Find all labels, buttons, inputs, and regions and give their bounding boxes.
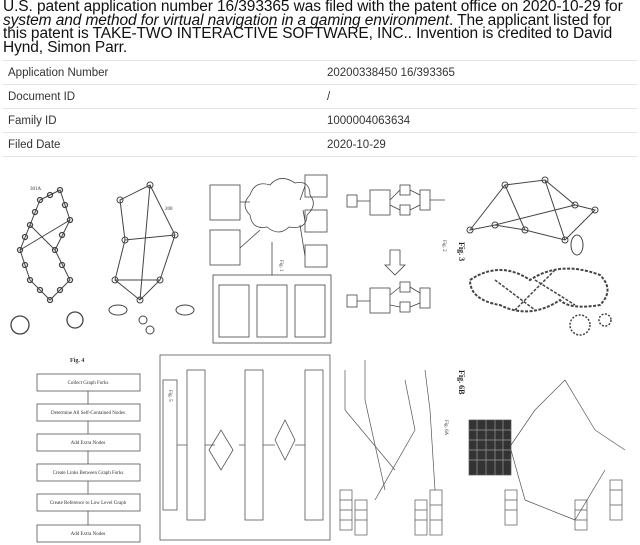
row-label: Document ID: [3, 84, 322, 109]
patent-drawing-graph-chain: 301A 200: [10, 181, 195, 335]
row-value: /: [322, 84, 637, 109]
patent-drawing-fig6b: Fig. 6B: [457, 370, 626, 531]
fig5-label: Fig. 5: [167, 390, 172, 402]
summary-suffix: . The applicant listed for this patent i…: [3, 11, 613, 56]
svg-text:301A: 301A: [30, 187, 42, 192]
table-row: Document ID/: [3, 84, 637, 109]
fig4-step: Add Extra Nodes: [71, 441, 106, 446]
patent-title: system and method for virtual navigation…: [3, 11, 449, 29]
patent-drawing-flow-diagram: Fig. 2: [346, 184, 446, 314]
row-label: Family ID: [3, 108, 322, 133]
summary-prefix: U.S. patent application number 16/393365…: [3, 0, 623, 15]
patent-drawing-system-diagram: Fig. 1: [209, 174, 332, 344]
row-label: Application Number: [3, 60, 322, 85]
fig1-label: Fig. 1: [278, 260, 283, 272]
fig4-step: Collect Graph Forks: [68, 381, 109, 386]
patent-drawing-fig4-flowchart: Fig. 4 Collect Graph Forks Determine All…: [36, 358, 141, 543]
patent-drawing-fig5-flowchart: Fig. 5: [159, 354, 331, 541]
patent-drawing-fig6a: Fig. 6A: [339, 360, 448, 536]
fig4-step: Create Links Between Graph Forks: [53, 471, 124, 476]
fig4-step: Create Reference to Low Level Graph: [50, 501, 127, 506]
fig2-label: Fig. 2: [441, 240, 446, 252]
fig6b-label: Fig. 6B: [457, 370, 466, 395]
row-label: Filed Date: [3, 132, 322, 157]
fig6a-label: Fig. 6A: [443, 420, 448, 436]
row-value: 1000004063634: [322, 108, 637, 133]
fig4-step: Add Extra Nodes: [71, 532, 106, 537]
row-value: 20200338450 16/393365: [322, 60, 637, 85]
patent-drawing-graph-3: Fig. 3: [457, 176, 612, 336]
patent-summary: U.S. patent application number 16/393365…: [3, 0, 635, 56]
row-value: 2020-10-29: [322, 132, 637, 157]
fig4-step: Determine All Self-Contained Nodes: [51, 411, 125, 416]
fig4-label: Fig. 4: [70, 358, 84, 364]
fig3-label: Fig. 3: [457, 242, 466, 261]
svg-text:200: 200: [165, 207, 173, 212]
